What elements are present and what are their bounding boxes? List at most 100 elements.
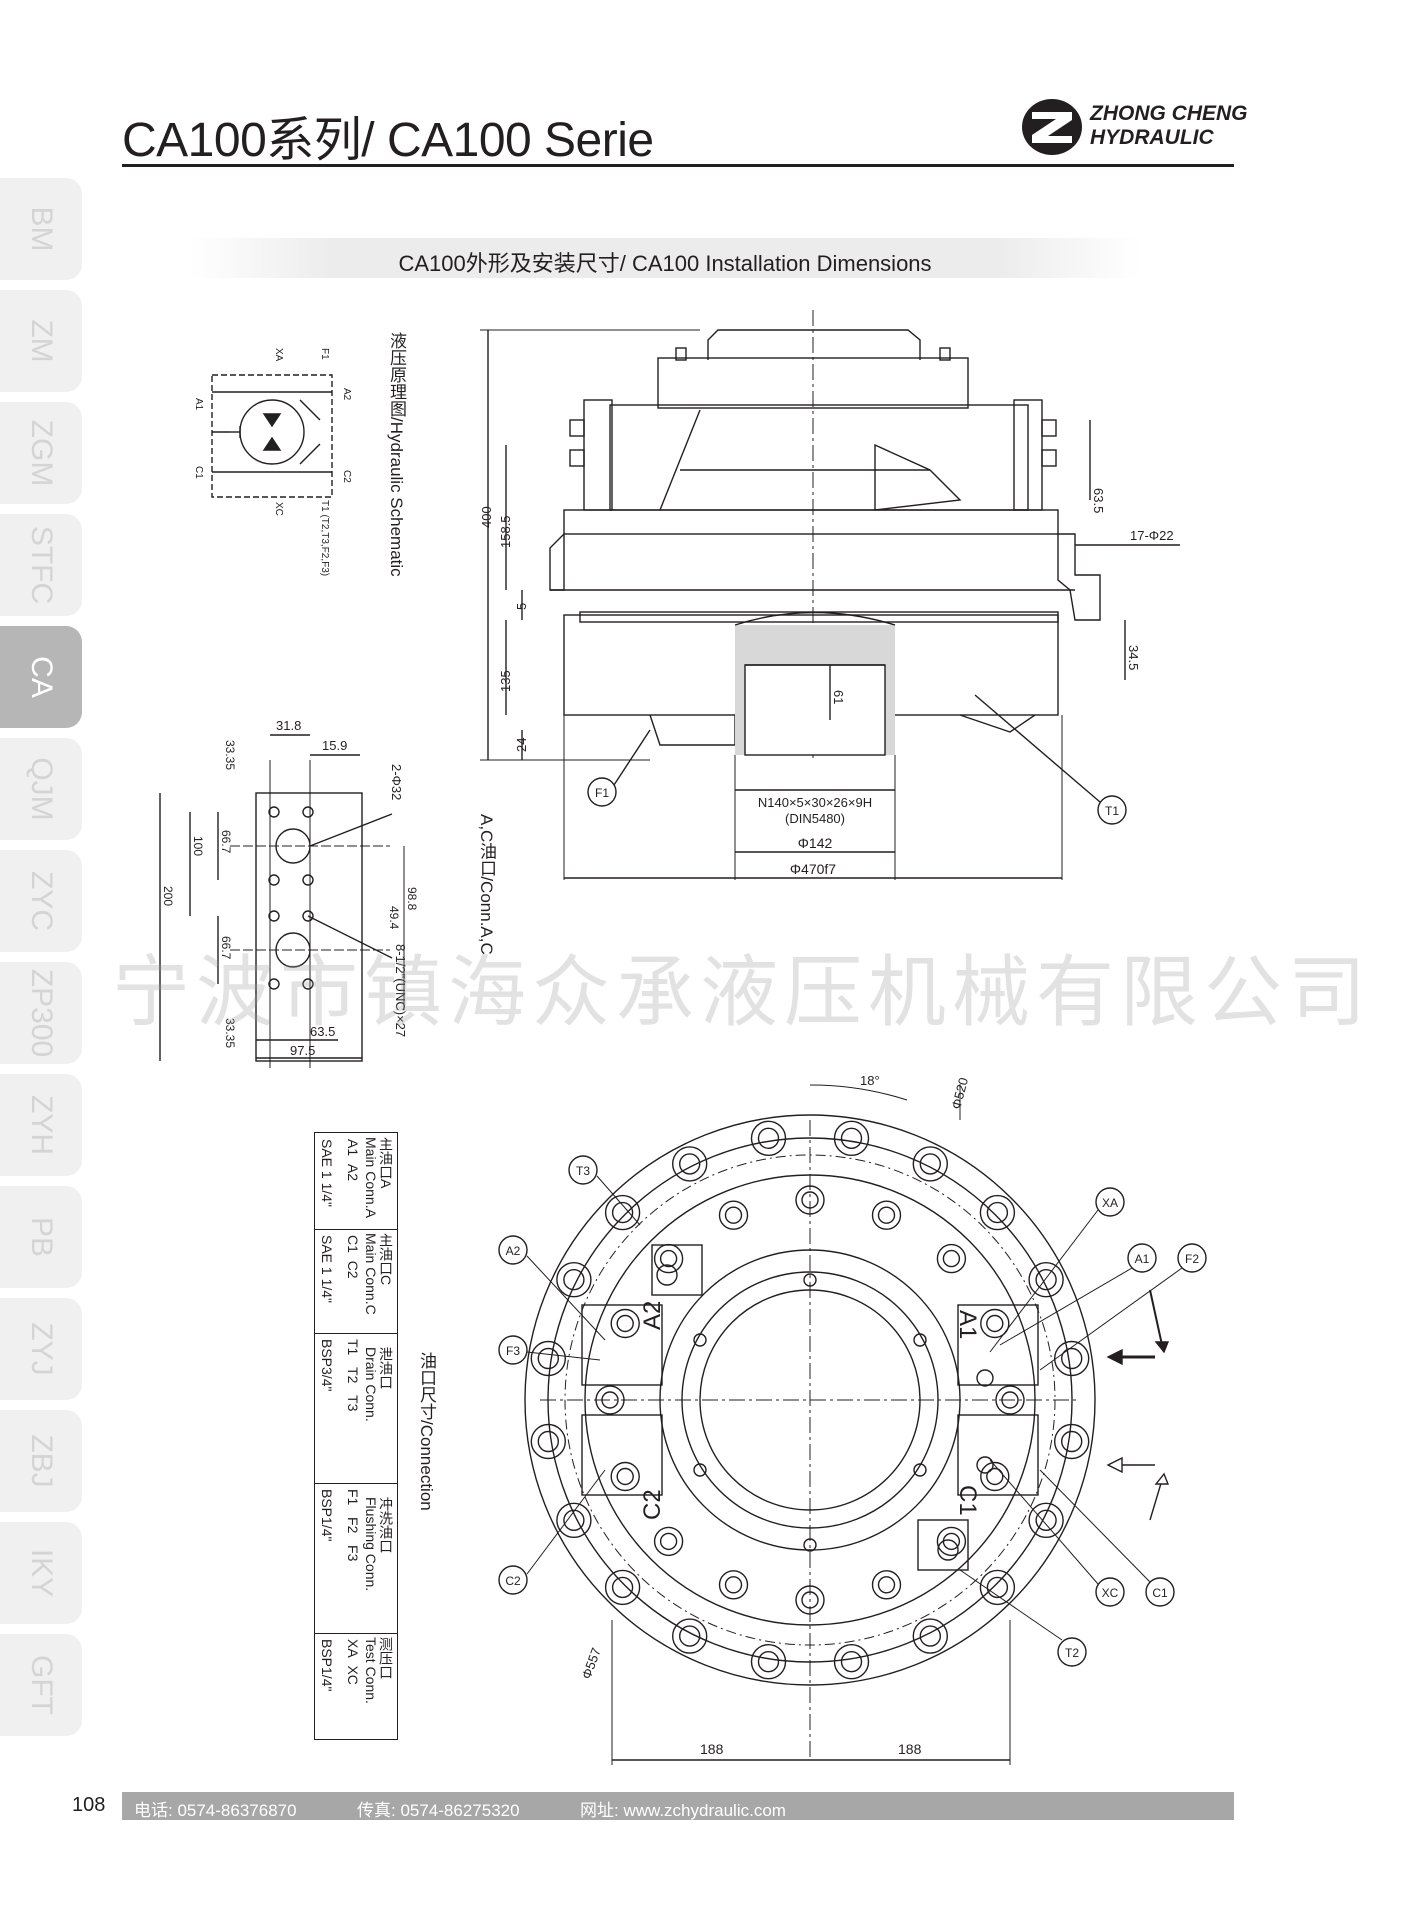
dim-34-5: 34.5 [1126,645,1141,670]
dim-135: 135 [498,670,513,692]
dim-98-8: 98.8 [405,887,419,911]
conn-group-test: 测压口 Test Conn. XA XC BSP1/4" [319,1637,394,1704]
inner-bolt-hole [986,1467,1004,1486]
caption-hydraulic-schematic: 液压原理图/Hydraulic Schematic [387,332,406,577]
dim-dia-470: Φ470f7 [790,861,836,877]
inner-bolt-hole [942,1532,961,1551]
port-label-c1: C1 [954,1485,981,1516]
conn-group-flushing: 冲洗油口 Flushing Conn. F1 F2 F3 BSP1/4" [315,1483,397,1634]
flange-bolt-hole [611,1576,634,1599]
flange-bolt-hole [1035,1268,1057,1291]
side-tab-zbj[interactable]: ZBJ [0,1410,82,1512]
conn-size-drain: BSP3/4" [319,1339,335,1392]
dim-158-5: 158.5 [498,515,513,548]
side-tab-stfc[interactable]: STFC [0,514,82,616]
side-tab-bm[interactable]: BM [0,178,82,280]
flange-bolt-hole [604,1194,641,1231]
dim-31-8: 31.8 [276,718,301,733]
inner-bolt-hole [718,1200,749,1230]
flange-bolt-hole [604,1569,641,1606]
dim-61: 61 [831,690,846,704]
side-tab-qjm[interactable]: QJM [0,738,82,840]
dim-33-35-bottom: 33.35 [223,1018,237,1048]
dim-24: 24 [514,738,529,752]
flange-bolt-hole [563,1268,585,1291]
callout-c2: C2 [505,1574,521,1588]
inner-bolt-hole [610,1461,640,1492]
dim-33-35-top: 33.35 [223,740,237,770]
dim-97-5: 97.5 [290,1043,315,1058]
dim-17-holes: 17-Φ22 [1130,528,1174,543]
side-tab-pb[interactable]: PB [0,1186,82,1288]
inner-bolt-hole [936,1243,967,1274]
dim-400: 400 [479,506,494,528]
port-label-a2: A2 [639,1301,666,1330]
inner-bolt-hole [601,1391,619,1409]
callout-a2: A2 [506,1244,521,1258]
inner-bolt-hole [718,1570,749,1600]
inner-bolt-hole [801,1191,819,1209]
inner-bolt-hole [724,1576,743,1594]
flange-bolt-hole [919,1625,941,1647]
flange-bolt-hole [1060,1347,1083,1370]
spline-std: (DIN5480) [785,811,845,826]
callout-xc: XC [1102,1586,1119,1600]
flange-bolt-hole [1028,1261,1064,1298]
inner-bolt-hole [1001,1391,1019,1409]
side-tab-zyh[interactable]: ZYH [0,1074,82,1176]
flange-bolt-hole [1053,1340,1090,1377]
inner-bolt-hole [653,1526,684,1557]
inner-bolt-hole [936,1526,967,1557]
side-tab-gft[interactable]: GFT [0,1634,82,1736]
side-tab-zyc[interactable]: ZYC [0,850,82,952]
flange-bolt-hole [986,1576,1009,1599]
flange-bolt-hole [1028,1502,1064,1539]
flange-bolt-hole [530,1340,566,1377]
flange-bolt-hole [912,1146,948,1182]
callout-c1: C1 [1152,1586,1168,1600]
side-tab-zm[interactable]: ZM [0,290,82,392]
inner-bolt-hole [616,1314,634,1333]
flange-bolt-hole [672,1618,708,1654]
footer-website[interactable]: 网址: www.zchydraulic.com [580,1801,786,1820]
port-block-drawing: 31.8 15.9 33.35 66.7 100 200 66.7 33.35 … [159,718,419,1068]
schematic-label-c2: C2 [341,470,352,483]
inner-bolt-hole [653,1243,684,1274]
schematic-label-f1: F1 [319,348,330,360]
conn-size-a: SAE 1 1/4" [319,1139,335,1208]
side-tab-ca[interactable]: CA [0,626,82,728]
inner-bolt-hole [795,1185,825,1215]
dim-63-5-block: 63.5 [310,1024,335,1039]
conn-codes-flushing: F1 F2 F3 [345,1489,361,1562]
side-tab-zyj[interactable]: ZYJ [0,1298,82,1400]
side-tab-iky[interactable]: IKY [0,1522,82,1624]
title-rule [122,164,1234,167]
flange-bolt-hole [537,1430,559,1453]
zhong-cheng-logo [1022,99,1082,155]
company-watermark: 宁波市镇海众承液压机械有限公司 [112,948,1373,1036]
side-tab-zp300[interactable]: ZP300 [0,962,82,1064]
page-title: CA100系列/ CA100 Serie [122,114,654,167]
dim-188-left: 188 [700,1741,724,1757]
flange-bolt-hole [757,1650,780,1673]
inner-bolt-hole [659,1532,678,1551]
spline-spec: N140×5×30×26×9H [758,795,872,810]
flange-bolt-hole [563,1509,585,1532]
flange-bolt-hole [833,1643,870,1680]
inner-bolt-hole [877,1206,896,1224]
dim-200: 200 [161,886,175,906]
inner-bolt-hole [795,1585,825,1615]
dim-15-9: 15.9 [322,738,347,753]
conn-group-main-c: 主油口C Main Conn.C C1 C2 SAE 1 1/4" [315,1229,397,1334]
hydraulic-schematic: A1 A2 C1 C2 XA XC F1 T1 (T2,T3,F2,F3) [193,348,352,576]
flange-bolt-hole [986,1201,1009,1224]
inner-bolt-hole [871,1200,902,1230]
port-label-c2: C2 [639,1489,666,1520]
schematic-label-xa: XA [273,348,284,362]
side-tab-zgm[interactable]: ZGM [0,402,82,504]
flange-bolt-hole [979,1569,1016,1606]
flange-bolt-hole [672,1146,708,1182]
logo-text: ZHONG CHENG HYDRAULIC [1090,102,1248,150]
conn-group-main-a: 主油口A Main Conn.A A1 A2 SAE 1 1/4" [315,1133,397,1230]
